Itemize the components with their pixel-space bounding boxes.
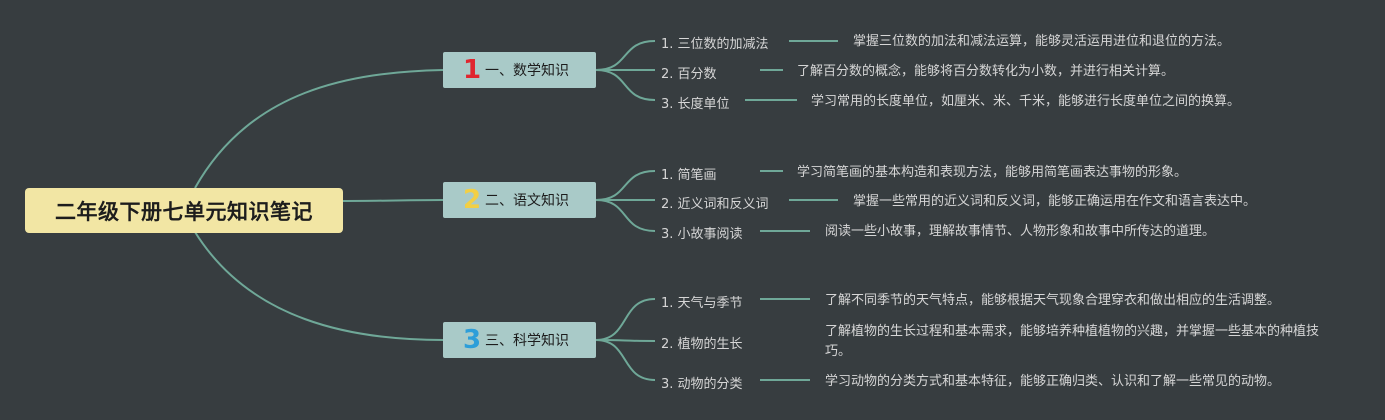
desc-science-3: 学习动物的分类方式和基本特征，能够正确归类、认识和了解一些常见的动物。 [825,374,1281,389]
root-title: 二年级下册七单元知识笔记 [55,199,313,224]
connector-math-1 [595,40,656,71]
branch-label-chinese: 二、语文知识 [485,193,569,209]
desc-chinese-1: 学习简笔画的基本构造和表现方法，能够用简笔画表达事物的形象。 [797,165,1188,180]
desc-math-2: 了解百分数的概念，能够将百分数转化为小数，并进行相关计算。 [797,64,1175,79]
topic-science-3[interactable]: 3. 动物的分类 [661,377,743,392]
connector-math-3 [595,69,656,101]
connector-root-science [194,231,444,341]
branch-node-science[interactable]: 3 三、科学知识 [443,322,596,358]
topic-chinese-2[interactable]: 2. 近义词和反义词 [661,197,769,212]
desc-math-3: 学习常用的长度单位，如厘米、米、千米，能够进行长度单位之间的换算。 [811,94,1241,109]
topic-math-2[interactable]: 2. 百分数 [661,67,717,82]
topic-science-2[interactable]: 2. 植物的生长 [661,337,743,352]
desc-science-1: 了解不同季节的天气特点，能够根据天气现象合理穿衣和做出相应的生活调整。 [825,293,1281,308]
desc-chinese-3: 阅读一些小故事，理解故事情节、人物形象和故事中所传达的道理。 [825,224,1216,239]
connector-science-1 [595,298,656,341]
desc-math-1: 掌握三位数的加法和减法运算，能够灵活运用进位和退位的方法。 [853,34,1231,49]
connector-chinese-3 [595,199,656,232]
branch-number-3: 3 [463,325,482,355]
desc-science-2: 了解植物的生长过程和基本需求，能够培养种植植物的兴趣，并掌握一些基本的种植技巧。 [825,324,1320,359]
desc-chinese-2: 掌握一些常用的近义词和反义词，能够正确运用在作文和语言表达中。 [853,194,1257,209]
branch-label-math: 一、数学知识 [485,63,569,79]
branch-label-science: 三、科学知识 [485,333,569,349]
connector-root-math [194,69,444,189]
root-node[interactable]: 二年级下册七单元知识笔记 [25,188,343,233]
topic-chinese-1[interactable]: 1. 简笔画 [661,168,717,183]
topic-chinese-3[interactable]: 3. 小故事阅读 [661,227,743,242]
connector-chinese-1 [595,170,656,201]
topic-math-3[interactable]: 3. 长度单位 [661,97,730,112]
topic-math-1[interactable]: 1. 三位数的加减法 [661,37,769,52]
branch-number-2: 2 [463,185,482,215]
connector-science-3 [595,339,656,381]
branch-node-chinese[interactable]: 2 二、语文知识 [443,182,596,218]
branch-number-1: 1 [463,55,482,85]
connector-root-chinese [342,199,444,202]
branch-node-math[interactable]: 1 一、数学知识 [443,52,596,88]
topic-science-1[interactable]: 1. 天气与季节 [661,296,743,311]
